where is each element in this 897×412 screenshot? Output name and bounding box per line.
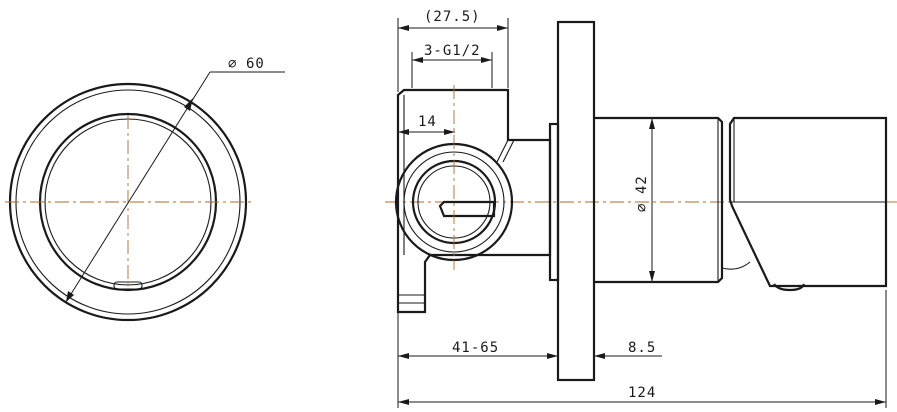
dim-wall-range: 41-65 <box>452 340 499 356</box>
front-diameter-leader <box>65 71 211 303</box>
dim-body-diameter-symbol: ⌀ <box>634 203 650 212</box>
spout-tip <box>773 283 806 292</box>
stem-key <box>438 200 496 218</box>
wall-flange <box>556 20 596 382</box>
side-inlet-inner <box>403 151 505 253</box>
dim-overall-width-ref: (27.5) <box>424 9 481 25</box>
dim-flange-thickness: 8.5 <box>628 340 656 356</box>
front-diameter-label: 60 <box>246 56 265 72</box>
front-indicator-slot <box>113 281 143 290</box>
dimension-lines: (27.5) 3-G1/2 14 ⌀ 42 41-65 8.5 <box>397 9 887 408</box>
cylinder-body <box>594 116 724 284</box>
front-diameter-symbol: ⌀ <box>228 56 237 72</box>
dim-thread-spec: 3-G1/2 <box>424 43 481 59</box>
dim-body-diameter: 42 <box>634 175 650 194</box>
dim-overall-length: 124 <box>628 385 656 401</box>
side-view <box>385 20 897 382</box>
front-view: ⌀ 60 <box>5 56 285 322</box>
dim-inlet-offset: 14 <box>418 114 437 130</box>
